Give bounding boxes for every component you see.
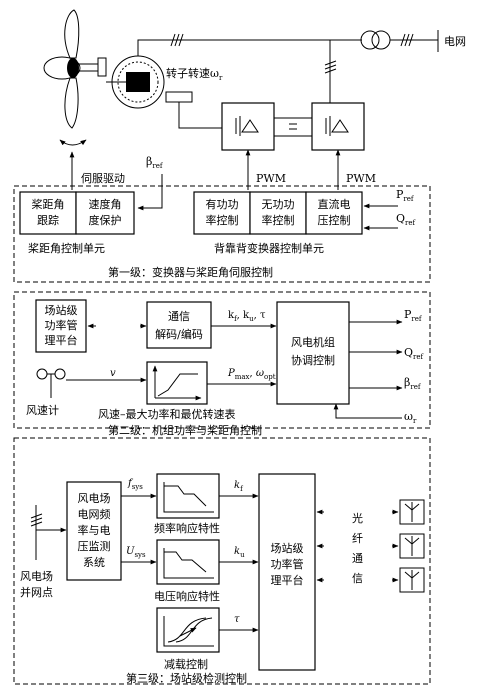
svg-text:Usys: Usys <box>126 546 146 559</box>
pwm-left: PWM <box>256 172 286 185</box>
svg-text:理平台: 理平台 <box>45 333 78 347</box>
grid-label: 电网 <box>444 35 466 48</box>
svg-text:风电场: 风电场 <box>78 491 111 505</box>
p-ref-top: P <box>396 188 404 201</box>
svg-text:率控制: 率控制 <box>206 213 239 227</box>
level1-frame <box>13 185 431 283</box>
transformer-icon <box>360 30 380 50</box>
svg-text:纤: 纤 <box>352 532 363 545</box>
anemometer-label: 风速计 <box>26 404 59 417</box>
svg-text:通: 通 <box>352 552 363 565</box>
svg-text:Qref: Qref <box>396 212 417 227</box>
wind-turbine-icon <box>399 533 425 559</box>
rotor-speed-label: 转子转速ω <box>166 66 219 80</box>
svg-text:v: v <box>110 368 116 379</box>
svg-text:ku: ku <box>234 546 245 559</box>
wind-turbine-icon <box>399 499 425 525</box>
reactive-power-box <box>249 191 307 235</box>
comm-codec-box <box>146 301 212 349</box>
svg-text:电压响应特性: 电压响应特性 <box>154 589 220 603</box>
svg-text:βref: βref <box>404 376 422 391</box>
svg-text:风电场: 风电场 <box>20 569 53 583</box>
svg-text:通信: 通信 <box>168 310 190 323</box>
load-shedding-box <box>156 607 220 653</box>
svg-text:压监测: 压监测 <box>78 540 111 553</box>
svg-text:转子转速ωr: 转子转速ωr <box>166 66 223 82</box>
svg-text:Qref: Qref <box>404 346 425 361</box>
b2b-unit-label: 背靠背变换器控制单元 <box>214 241 324 255</box>
svg-text:率控制: 率控制 <box>262 213 295 227</box>
svg-text:fsys: fsys <box>127 478 143 491</box>
beta-ref-top: β <box>146 155 152 168</box>
svg-text:功率管: 功率管 <box>271 557 304 571</box>
pwm-right: PWM <box>346 172 376 185</box>
level3-label: 第三级：场站级检测控制 <box>126 671 247 685</box>
svg-text:协调控制: 协调控制 <box>291 353 335 367</box>
svg-text:信: 信 <box>352 572 363 585</box>
svg-text:功率管: 功率管 <box>45 318 78 332</box>
svg-text:kf, ku, τ: kf, ku, τ <box>228 310 266 323</box>
rotor-speed-sub: r <box>219 74 223 82</box>
svg-text:Pref: Pref <box>404 308 423 323</box>
level2-frame <box>13 291 431 429</box>
svg-text:系统: 系统 <box>83 556 105 569</box>
level3-frame <box>13 437 431 685</box>
svg-text:有功功: 有功功 <box>206 197 239 211</box>
dc-voltage-box <box>305 191 363 235</box>
grid-converter <box>311 102 365 151</box>
svg-text:Pref: Pref <box>396 188 415 203</box>
coordination-box <box>276 301 350 405</box>
svg-text:解码/编码: 解码/编码 <box>155 327 203 341</box>
freq-response-box <box>156 473 220 519</box>
svg-text:电网频: 电网频 <box>78 507 111 521</box>
svg-text:理平台: 理平台 <box>271 573 304 587</box>
svg-text:光: 光 <box>352 511 363 525</box>
svg-text:ωr: ωr <box>404 410 417 425</box>
svg-text:桨距角: 桨距角 <box>32 197 65 211</box>
svg-text:直流电: 直流电 <box>318 197 351 211</box>
turbine-icon <box>43 9 107 146</box>
station-platform-bottom <box>258 473 316 671</box>
svg-text:跟踪: 跟踪 <box>37 213 59 227</box>
svg-text:τ: τ <box>234 614 240 625</box>
q-ref-top: Q <box>396 212 405 225</box>
volt-response-box <box>156 539 220 585</box>
pitch-unit-label: 桨距角控制单元 <box>28 241 105 255</box>
svg-text:并网点: 并网点 <box>20 585 53 599</box>
svg-text:度保护: 度保护 <box>89 213 122 227</box>
monitoring-box <box>66 481 122 581</box>
servo-label: 伺服驱动 <box>81 172 125 185</box>
svg-text:βref: βref <box>146 155 164 170</box>
level2-label: 第二级：机组功率与桨距角控制 <box>108 423 262 437</box>
level1-label: 第一级：变换器与桨距角伺服控制 <box>108 265 273 279</box>
rotor-converter <box>221 102 275 151</box>
pitch-tracking-box <box>19 191 77 235</box>
svg-text:速度角: 速度角 <box>89 197 122 211</box>
wind-turbine-icon <box>399 567 425 593</box>
svg-text:压控制: 压控制 <box>318 213 351 227</box>
svg-text:Pmax, ωopt: Pmax, ωopt <box>227 368 276 381</box>
svg-text:减载控制: 减载控制 <box>164 657 208 671</box>
svg-text:率与电: 率与电 <box>78 523 111 537</box>
svg-text:频率响应特性: 频率响应特性 <box>154 521 220 535</box>
generator-icon <box>106 55 165 109</box>
anemometer-icon <box>36 368 66 398</box>
fiber-links <box>316 509 399 583</box>
svg-text:无功功: 无功功 <box>262 198 295 211</box>
svg-text:场站级: 场站级 <box>45 303 78 317</box>
svg-text:风电机组: 风电机组 <box>291 335 335 349</box>
speed-protection-box <box>75 191 135 235</box>
lookup-label: 风速–最大功率和最优转速表 <box>98 407 236 421</box>
slip-ring-icon <box>165 91 193 103</box>
station-platform-mid <box>35 299 87 353</box>
svg-text:场站级: 场站级 <box>271 541 304 555</box>
svg-text:kf: kf <box>234 480 244 493</box>
